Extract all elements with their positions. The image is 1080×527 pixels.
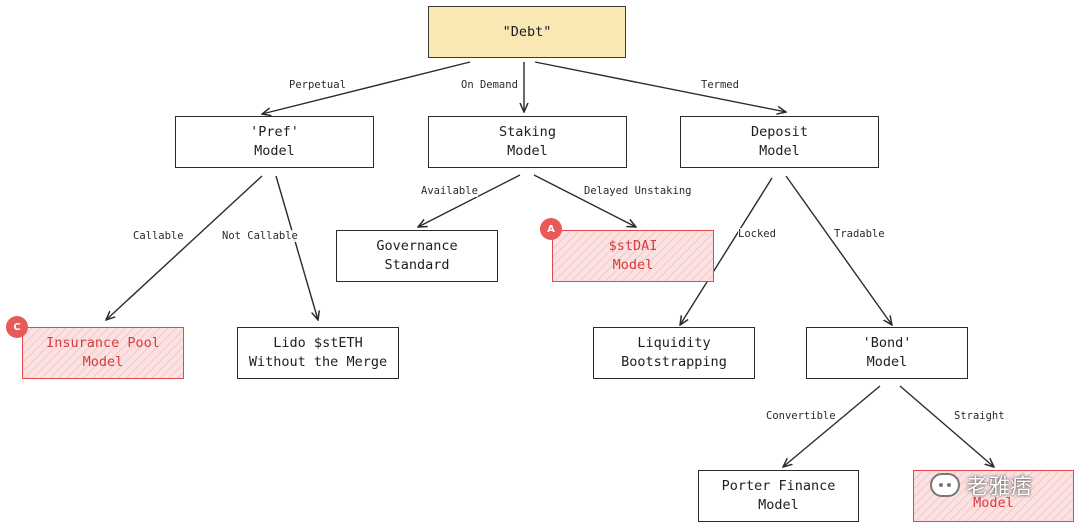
node-lido-steth: Lido $stETH Without the Merge xyxy=(237,327,399,379)
node-label-line: Without the Merge xyxy=(248,354,388,370)
edge-label-convertible: Convertible xyxy=(766,410,836,422)
node-label-line: Insurance Pool xyxy=(46,335,160,351)
edge-label-callable: Callable xyxy=(133,230,184,242)
node-label-line: 'Bond' xyxy=(862,335,912,351)
watermark-text: 老雅痞 xyxy=(966,475,1033,500)
watermark: 老雅痞 xyxy=(930,465,1080,505)
badge-a: A xyxy=(540,218,562,240)
node-bond-model: 'Bond' Model xyxy=(806,327,968,379)
node-label-line: Liquidity xyxy=(637,335,711,351)
edge-label-delayed-unstaking: Delayed Unstaking xyxy=(584,185,692,197)
edge-not-callable xyxy=(275,175,318,320)
edge-label-termed: Termed xyxy=(701,79,739,91)
node-label-line: Model xyxy=(82,354,124,370)
node-debt: "Debt" xyxy=(428,6,626,58)
edge-straight xyxy=(899,385,994,467)
wechat-icon xyxy=(930,473,960,497)
edge-callable xyxy=(106,175,263,320)
edge-label-locked: Locked xyxy=(738,228,776,240)
node-governance-standard: Governance Standard xyxy=(336,230,498,282)
node-stdai-model: $stDAI Model xyxy=(552,230,714,282)
edge-label-straight: Straight xyxy=(954,410,1005,422)
node-liquidity-bootstrapping: Liquidity Bootstrapping xyxy=(593,327,755,379)
node-label-line: Standard xyxy=(384,257,450,273)
edge-available xyxy=(418,174,521,227)
node-label-line: Model xyxy=(866,354,908,370)
node-label-line: Model xyxy=(254,143,295,159)
node-label-line: Deposit xyxy=(751,124,808,140)
node-label-line: Model xyxy=(612,257,654,273)
node-label-line: 'Pref' xyxy=(250,124,299,140)
node-label-line: Model xyxy=(507,143,548,159)
badge-c: C xyxy=(6,316,28,338)
node-label-line: Porter Finance xyxy=(721,478,836,494)
edge-perpetual xyxy=(262,61,471,114)
node-label-line: Governance xyxy=(376,238,458,254)
edge-label-on-demand: On Demand xyxy=(461,79,518,91)
node-label-line: Model xyxy=(759,143,800,159)
edge-locked xyxy=(680,177,773,325)
node-label-line: Staking xyxy=(499,124,556,140)
node-porter-finance-model: Porter Finance Model xyxy=(698,470,859,522)
node-label-line: Model xyxy=(758,497,799,513)
edge-label-available: Available xyxy=(421,185,478,197)
node-pref-model: 'Pref' Model xyxy=(175,116,374,168)
node-debt-label: "Debt" xyxy=(502,23,552,40)
node-label-line: Lido $stETH xyxy=(273,335,363,351)
edge-label-not-callable: Not Callable xyxy=(222,230,298,242)
node-insurance-pool-model: Insurance Pool Model xyxy=(22,327,184,379)
edge-label-perpetual: Perpetual xyxy=(289,79,346,91)
node-label-line: $stDAI xyxy=(608,238,658,254)
node-staking-model: Staking Model xyxy=(428,116,627,168)
edge-label-tradable: Tradable xyxy=(834,228,885,240)
edge-tradable xyxy=(785,175,892,325)
node-deposit-model: Deposit Model xyxy=(680,116,879,168)
edge-convertible xyxy=(783,385,881,467)
edge-delayed-unstaking xyxy=(533,174,636,227)
node-label-line: Bootstrapping xyxy=(621,354,727,370)
edge-termed xyxy=(534,61,786,112)
node-label-line: Model xyxy=(973,495,1014,511)
